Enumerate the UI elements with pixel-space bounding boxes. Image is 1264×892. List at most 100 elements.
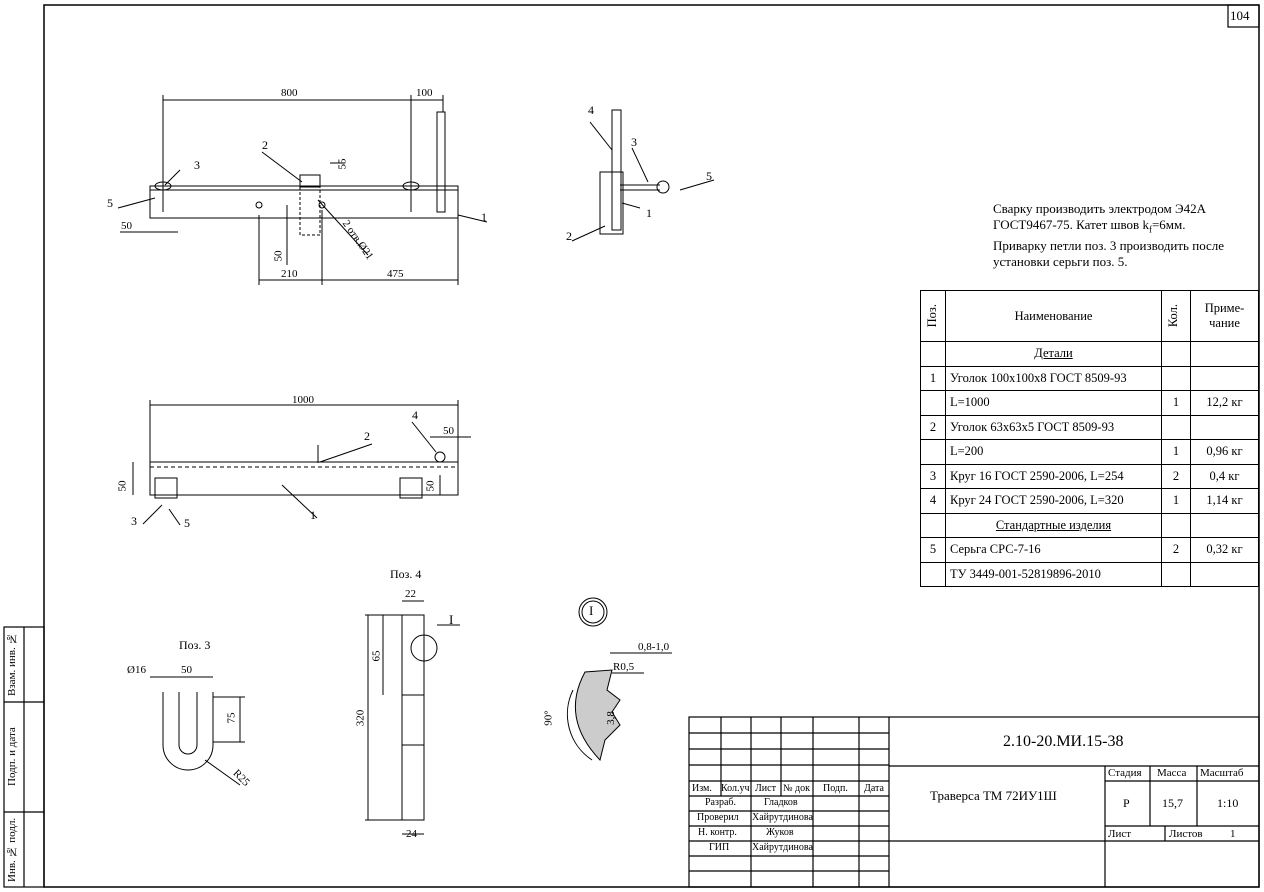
stage-value: Р [1123,796,1130,810]
scale-label: Масштаб [1200,767,1244,779]
scale-value: 1:10 [1217,796,1239,810]
sheets-label: Листов [1169,828,1203,840]
role-norm-control: Н. контр. [698,827,737,838]
dim-50-top: 50 [121,220,132,232]
spec-header-name: Наименование [945,290,1162,342]
col-change: Изм. [692,783,712,794]
welding-note-line-1: Сварку производить электродом Э42А [993,201,1206,216]
front-callout-2: 2 [364,429,370,443]
pos3-view [150,676,245,786]
front-callout-3: 3 [131,514,137,528]
role-checker: Проверил [697,812,739,823]
pos4-dim-320: 320 [354,709,367,727]
name-norm-control: Жуков [766,827,794,838]
front-callout-4: 4 [412,408,418,422]
pos3-title: Поз. 3 [179,638,211,652]
dim-100: 100 [416,87,433,99]
sheet-label: Лист [1108,828,1132,840]
pos4-title: Поз. 4 [390,567,422,581]
stamp-inventory-label: Инв. № подл. [6,817,18,882]
side-callout-4: 4 [588,103,594,117]
side-callout-1: 1 [646,206,652,220]
sheet-number: 104 [1230,8,1250,23]
role-developer: Разраб. [705,797,736,808]
side-callout-3: 3 [631,135,637,149]
spec-header-note: Приме-чание [1190,290,1259,342]
side-callout-5: 5 [706,169,712,183]
stamp-sign-date-label: Подп. и дата [6,727,18,787]
welding-note: Сварку производить электродом Э42А ГОСТ9… [993,201,1224,270]
dim-50-front-c: 50 [424,480,437,492]
spec-header-qty: Кол. [1166,304,1180,328]
detail-I-angle: 90° [542,710,555,726]
detail-I-gap: 0,8-1,0 [638,641,670,653]
drawing-title: Траверса ТМ 72ИУ1Ш [930,788,1057,803]
stage-label: Стадия [1108,767,1142,779]
front-callout-5: 5 [184,516,190,530]
spec-row: ТУ 3449-001-52819896-2010 [920,561,1259,587]
front-callout-1: 1 [310,508,316,522]
drawing-code: 2.10-20.МИ.15-38 [1003,733,1124,750]
dim-210: 210 [281,268,298,280]
top-callout-2: 2 [262,138,268,152]
welding-note-line-3: Приварку петли поз. 3 производить после [993,237,1225,253]
dim-55: 55 [336,158,349,170]
spec-section-standard: Стандартные изделия [995,517,1112,532]
name-chief-engineer: Хайрутдинова [752,842,813,853]
detail-I-radius: R0,5 [613,661,635,673]
detail-I-depth: 3,8 [604,711,617,725]
spec-header-row: Поз. Наименование Кол. Приме-чание [920,290,1259,342]
col-sign: Подп. [823,783,848,794]
top-callout-5: 5 [107,196,113,210]
dim-50-vert: 50 [272,250,285,262]
side-stamp [3,626,45,888]
top-callout-1: 1 [481,210,487,224]
front-view [132,400,471,526]
stamp-replacement-label: Взам. инв. № [6,632,18,697]
sheet-number-box [1227,4,1260,28]
pos3-height: 75 [225,712,238,724]
pos4-dim-22: 22 [405,588,416,600]
dim-800: 800 [281,87,298,99]
mass-label: Масса [1157,767,1187,779]
detail-I-view [566,597,672,762]
top-callout-3: 3 [194,158,200,172]
pos4-dim-65: 65 [370,650,383,662]
col-doc: № док [783,783,810,794]
role-chief-engineer: ГИП [709,842,730,853]
detail-I-mark: I [589,603,594,618]
title-block [688,716,1260,888]
spec-header-pos: Поз. [925,304,939,328]
name-checker: Хайрутдинова [752,812,813,823]
dim-1000: 1000 [292,394,314,406]
pos4-detail-mark: I [449,612,454,627]
side-callout-2: 2 [566,229,572,243]
specification-table: Поз. Наименование Кол. Приме-чание Детал… [920,290,1259,587]
pos4-dim-24: 24 [406,828,417,840]
dim-50-front-a: 50 [443,425,454,437]
pos3-dia: Ø16 [127,664,146,676]
dim-475: 475 [387,268,404,280]
top-view [117,95,488,285]
welding-note-line-4: установки серьги поз. 5. [993,253,1128,269]
col-sheet: Лист [755,783,776,794]
sheets-count: 1 [1230,828,1236,840]
col-date: Дата [864,783,884,794]
pos4-view [365,600,460,835]
name-developer: Гладков [764,797,798,808]
spec-section-details: Детали [1034,346,1073,361]
welding-note-line-2: ГОСТ9467-75. Катет швов kf=6мм. [993,217,1186,235]
col-qty: Кол.уч [721,783,750,794]
sheet-frame [43,4,1260,888]
side-view [571,109,715,242]
pos3-width: 50 [181,664,192,676]
mass-value: 15,7 [1162,796,1183,810]
